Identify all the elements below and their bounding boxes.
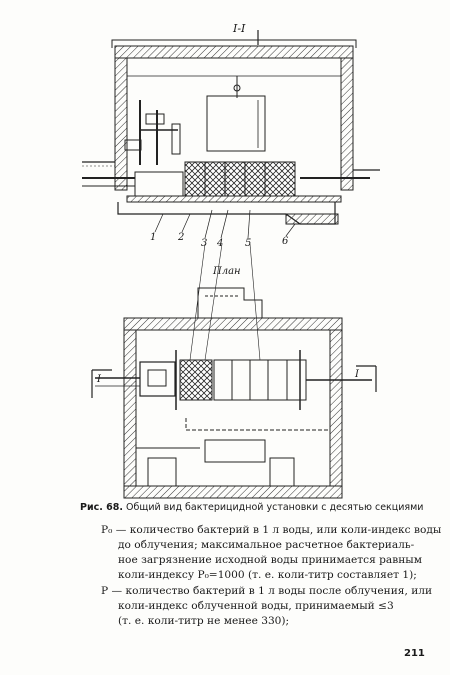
body-line: ное загрязнение исходной воды принимаетс… [118,554,422,566]
callout-3: 3 [201,238,208,249]
caption-text: Общий вид бактерицидной установки с деся… [126,502,424,513]
callout-6: 6 [282,236,289,247]
body-line: коли-индекс облученной воды, принимаемый… [118,600,394,612]
body-line: коли-индексу P₀=1000 (т. е. коли-титр со… [118,569,417,581]
section-drawing [82,30,380,239]
caption-prefix: Рис. 68. [80,502,123,513]
callout-5: 5 [245,238,252,249]
body-line: (т. е. коли-титр не менее 330); [118,615,290,627]
section-mark-left: I [97,374,101,385]
body-line: P₀ — количество бактерий в 1 л воды, или… [101,524,442,536]
body-line: до облучения; максимальное расчетное бак… [118,539,415,551]
callout-4: 4 [217,238,224,249]
body-line: P — количество бактерий в 1 л воды после… [101,585,433,597]
plan-drawing [91,243,377,499]
callout-2: 2 [178,232,185,243]
installation-figure [82,30,380,499]
figure-caption: Рис. 68. Общий вид бактерицидной установ… [80,502,423,513]
section-label: I-I [233,22,246,35]
section-mark-right: I [355,369,359,380]
plan-label: План [213,266,241,277]
callout-1: 1 [150,232,157,243]
page-number: 211 [404,648,425,659]
